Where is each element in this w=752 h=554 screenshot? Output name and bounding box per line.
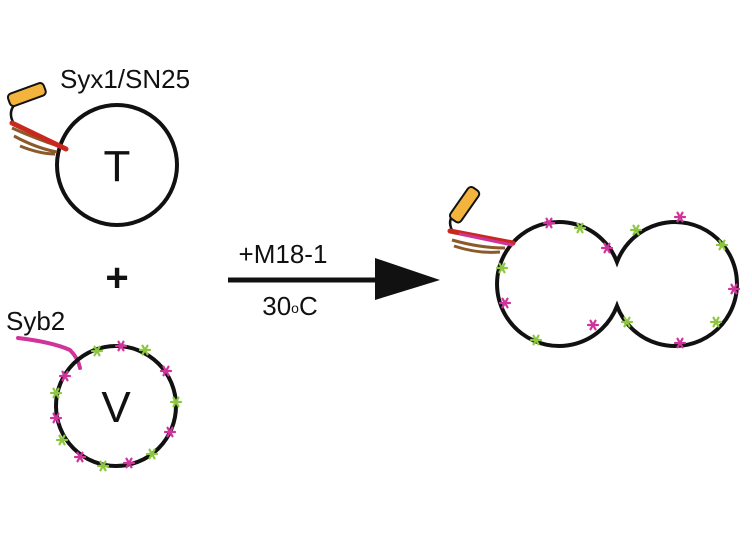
- asterisk-marker-icon: [55, 434, 69, 446]
- t-snare-label: Syx1/SN25: [60, 64, 190, 94]
- asterisk-marker-icon: [49, 387, 63, 399]
- temperature-unit: C: [299, 291, 318, 321]
- t-vesicle-letter: T: [104, 142, 131, 191]
- temperature-value: 30: [262, 291, 291, 321]
- syntaxin-habc-domain: [6, 82, 47, 108]
- t-vesicle-membrane: [55, 103, 179, 227]
- asterisk-marker-icon: [495, 262, 509, 274]
- trans-snare-complex-icon: [447, 185, 516, 254]
- asterisk-marker-icon: [96, 460, 110, 472]
- asterisk-marker-icon: [727, 283, 741, 295]
- v-snare-label: Syb2: [6, 306, 65, 336]
- asterisk-marker-icon: [498, 297, 512, 309]
- arrow-head: [375, 258, 440, 300]
- fused-membrane: [495, 220, 739, 348]
- plus-sign: +: [105, 256, 128, 300]
- reagent-label: +M18-1: [239, 239, 328, 269]
- asterisk-marker-icon: [122, 457, 136, 469]
- fused-vesicles: [495, 211, 741, 349]
- fused-syntaxin-habc-domain: [448, 185, 481, 224]
- v-vesicle-letter: V: [101, 383, 131, 432]
- fused-vesicle-markers: [495, 211, 741, 349]
- fused-snap25-helices: [451, 238, 506, 254]
- temperature-label: 30oC: [262, 291, 318, 321]
- t-vesicle: T: [55, 103, 179, 227]
- arrow-right-icon: [228, 258, 440, 300]
- asterisk-marker-icon: [529, 334, 543, 346]
- asterisk-marker-icon: [673, 337, 687, 349]
- asterisk-marker-icon: [159, 365, 173, 377]
- v-snare-icon: [16, 336, 82, 370]
- asterisk-marker-icon: [49, 412, 63, 424]
- t-snare-icon: [6, 82, 69, 156]
- v-vesicle: V: [49, 340, 183, 472]
- asterisk-marker-icon: [145, 448, 159, 460]
- asterisk-marker-icon: [709, 316, 723, 328]
- asterisk-marker-icon: [600, 242, 614, 254]
- asterisk-marker-icon: [73, 451, 87, 463]
- asterisk-marker-icon: [629, 224, 643, 236]
- asterisk-marker-icon: [90, 345, 104, 357]
- asterisk-marker-icon: [114, 340, 128, 352]
- asterisk-marker-icon: [573, 222, 587, 234]
- asterisk-marker-icon: [138, 344, 152, 356]
- temperature-degree: o: [291, 300, 299, 316]
- asterisk-marker-icon: [673, 211, 687, 223]
- asterisk-marker-icon: [169, 396, 183, 408]
- v-vesicle-markers: [49, 340, 183, 472]
- asterisk-marker-icon: [163, 426, 177, 438]
- asterisk-marker-icon: [620, 316, 634, 328]
- syntaxin-helix: [9, 120, 69, 152]
- asterisk-marker-icon: [715, 239, 729, 251]
- asterisk-marker-icon: [586, 319, 600, 331]
- fused-synaptobrevin: [458, 232, 514, 247]
- asterisk-marker-icon: [542, 217, 556, 229]
- asterisk-marker-icon: [58, 370, 72, 382]
